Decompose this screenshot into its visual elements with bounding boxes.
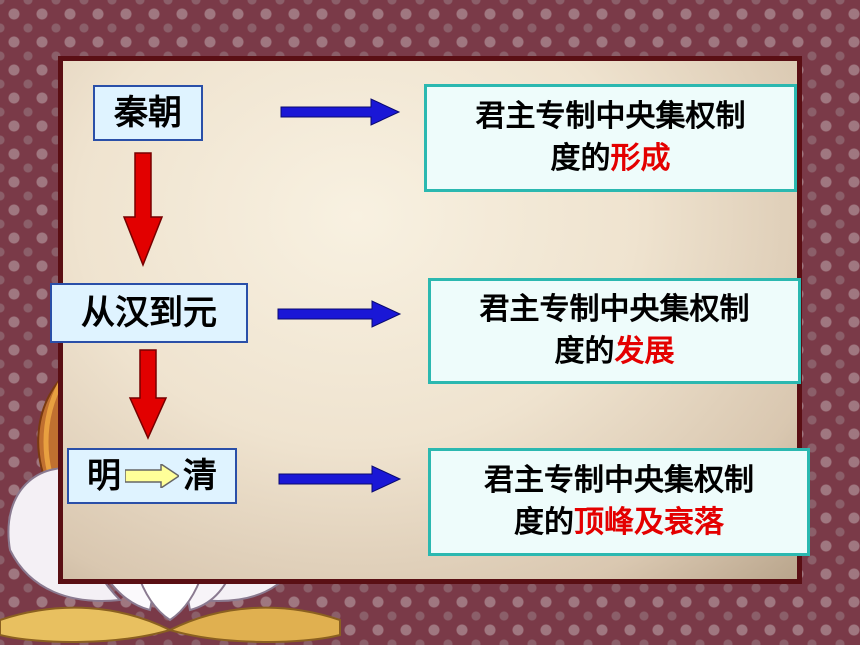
era-label-han-yuan: 从汉到元 (81, 293, 217, 333)
result-line1: 君主专制中央集权制 (484, 463, 754, 498)
result-box-peak-decline: 君主专制中央集权制 度的顶峰及衰落 (428, 448, 810, 556)
result-box-formation: 君主专制中央集权制 度的形成 (424, 84, 797, 192)
result-text: 君主专制中央集权制 度的顶峰及衰落 (484, 460, 754, 544)
result-highlight: 形成 (610, 141, 671, 176)
era-label-qing: 清 (183, 456, 217, 496)
down-arrow-icon (122, 152, 164, 268)
era-box-han-yuan: 从汉到元 (50, 283, 248, 343)
down-arrow-icon (128, 349, 168, 440)
result-line2: 度的 (550, 141, 611, 176)
right-arrow-icon (280, 98, 401, 126)
era-box-qin: 秦朝 (93, 85, 203, 141)
small-right-arrow-icon (125, 464, 179, 488)
result-line2: 度的 (554, 334, 615, 369)
result-text: 君主专制中央集权制 度的发展 (480, 289, 750, 373)
result-text: 君主专制中央集权制 度的形成 (476, 96, 746, 180)
era-box-ming-qing: 明 清 (67, 448, 237, 504)
result-highlight: 发展 (614, 334, 675, 369)
result-highlight: 顶峰及衰落 (574, 505, 724, 540)
result-box-development: 君主专制中央集权制 度的发展 (428, 278, 801, 384)
right-arrow-icon (278, 465, 402, 493)
era-label-qin: 秦朝 (114, 93, 182, 133)
result-line1: 君主专制中央集权制 (475, 99, 746, 134)
result-line2: 度的 (514, 505, 574, 540)
right-arrow-icon (277, 300, 402, 328)
result-line1: 君主专制中央集权制 (479, 292, 750, 327)
era-label-ming: 明 (87, 456, 121, 496)
